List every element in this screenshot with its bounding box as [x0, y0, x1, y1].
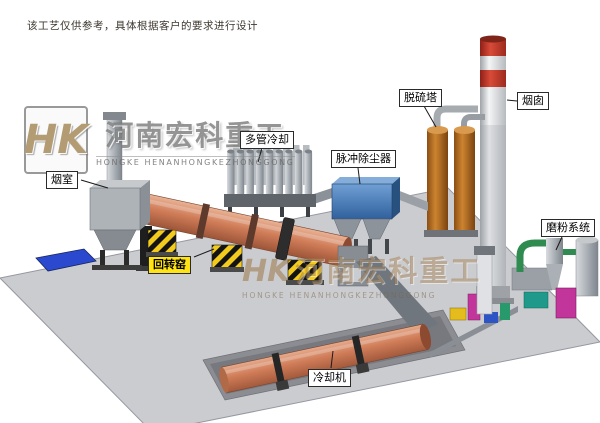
water-pad	[35, 248, 97, 272]
disclaimer-note: 该工艺仅供参考，具体根据客户的要求进行设计	[27, 20, 258, 32]
desulfurization-towers	[424, 105, 485, 237]
multi-tube-cooler	[224, 145, 316, 217]
bucket-elevator	[474, 246, 495, 315]
label-pulse-dust-collector: 脉冲除尘器	[331, 150, 396, 168]
cooling-machine	[219, 323, 432, 394]
smoke-chamber	[89, 112, 150, 270]
label-cooling-machine: 冷却机	[308, 369, 351, 387]
pulse-dust-collector	[314, 177, 428, 254]
kiln-head	[337, 245, 438, 334]
leader-lines	[80, 99, 563, 369]
kiln-support-piers	[136, 226, 324, 285]
transfer-equipment	[430, 293, 518, 358]
label-grinding-system: 磨粉系统	[541, 219, 595, 237]
ground-platform	[0, 187, 600, 423]
label-multi-tube-cooler: 多管冷却	[240, 131, 294, 149]
label-rotary-kiln: 回转窑	[148, 256, 191, 274]
label-smoke-chamber: 烟室	[46, 171, 78, 189]
label-desulfurization-tower: 脱硫塔	[399, 89, 442, 107]
label-chimney: 烟囱	[517, 92, 549, 110]
